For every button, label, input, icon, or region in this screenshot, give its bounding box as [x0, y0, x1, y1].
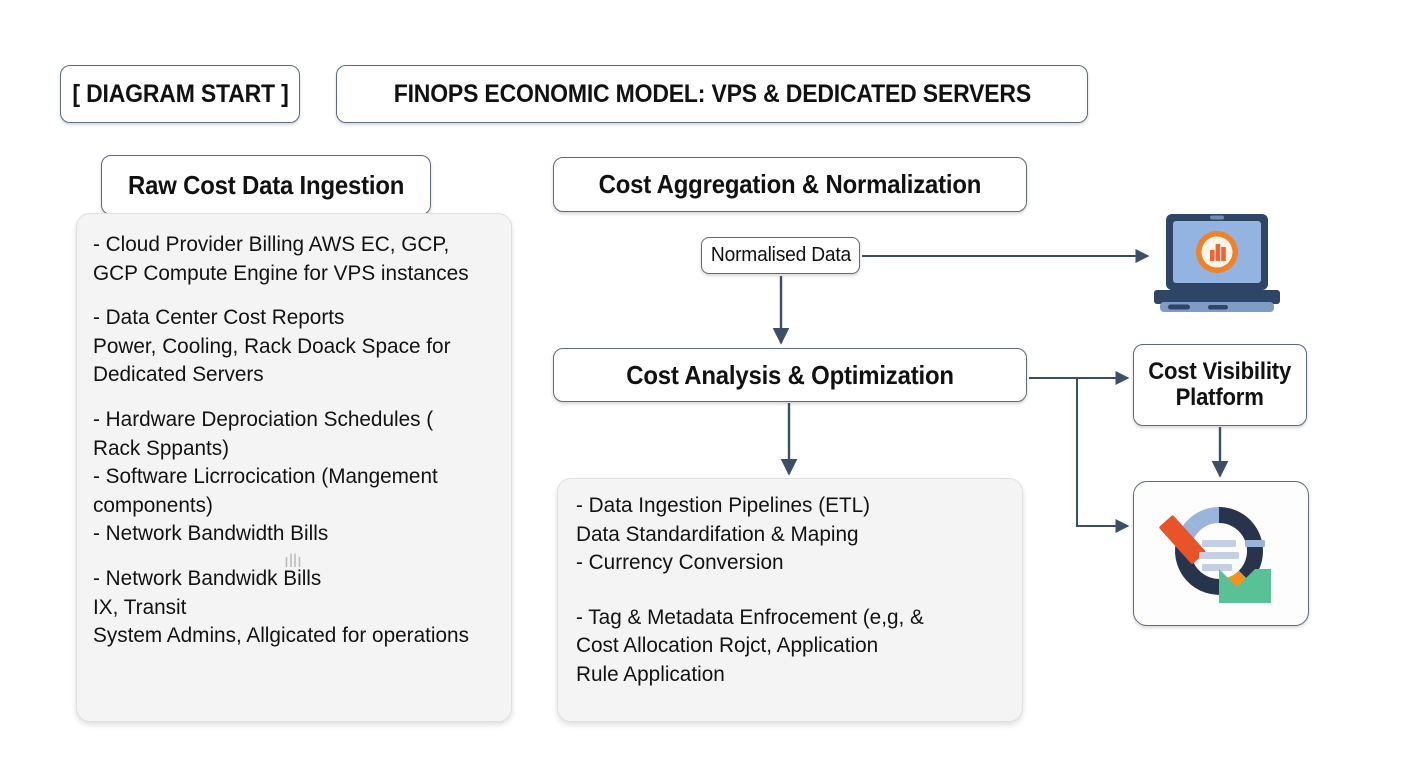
- donut-chart-dashboard-icon: [1159, 506, 1271, 603]
- data-pipelines-panel: - Data Ingestion Pipelines (ETL) Data St…: [557, 478, 1023, 722]
- cost-visibility-platform-label: Cost Visibility Platform: [1148, 358, 1292, 411]
- list-item: - Data Ingestion Pipelines (ETL) Data St…: [576, 493, 871, 575]
- edge-analysis-to-dashboard: [1076, 378, 1130, 533]
- normalised-data-node: Normalised Data: [701, 237, 860, 274]
- section-header-raw-cost-data-ingestion: Raw Cost Data Ingestion: [101, 155, 431, 215]
- cost-aggregation-header-label: Cost Aggregation & Normalization: [598, 169, 982, 200]
- list-item: - Software Licrrocication (Mangement com…: [93, 464, 438, 517]
- section-header-cost-aggregation: Cost Aggregation & Normalization: [553, 157, 1027, 212]
- diagram-title-box: FINOPS ECONOMIC MODEL: VPS & DEDICATED S…: [336, 65, 1088, 123]
- raw-ingestion-panel: - Cloud Provider Billing AWS EC, GCP, GC…: [76, 213, 512, 722]
- list-item: - Tag & Metadata Enfrocement (e,g, & Cos…: [576, 604, 924, 686]
- normalised-data-label: Normalised Data: [710, 243, 851, 266]
- raw-ingestion-header-label: Raw Cost Data Ingestion: [127, 169, 405, 200]
- list-item: - Network Bandwidk Bills IX, Transit Sys…: [93, 565, 469, 648]
- diagram-start-label: [ DIAGRAM START ]: [71, 79, 289, 108]
- diagram-start-badge: [ DIAGRAM START ]: [60, 65, 300, 123]
- cost-visibility-platform-box: Cost Visibility Platform: [1133, 344, 1307, 426]
- list-item: - Data Center Cost Reports Power, Coolin…: [93, 305, 451, 387]
- dashboard-icon-box: [1133, 481, 1309, 626]
- pipelines-list: - Data Ingestion Pipelines (ETL) Data St…: [576, 491, 1010, 689]
- cost-analysis-header-label: Cost Analysis & Optimization: [626, 359, 954, 390]
- list-item: - Network Bandwidth Bills: [93, 521, 329, 546]
- laptop-analytics-icon: [1154, 214, 1280, 312]
- section-header-cost-analysis: Cost Analysis & Optimization: [553, 348, 1027, 402]
- raw-ingestion-list: - Cloud Provider Billing AWS EC, GCP, GC…: [93, 230, 499, 650]
- list-item: - Hardware Deprociation Schedules ( Rack…: [93, 406, 434, 460]
- list-item: - Cloud Provider Billing AWS EC, GCP, GC…: [93, 232, 469, 285]
- diagram-title-label: FINOPS ECONOMIC MODEL: VPS & DEDICATED S…: [393, 79, 1031, 108]
